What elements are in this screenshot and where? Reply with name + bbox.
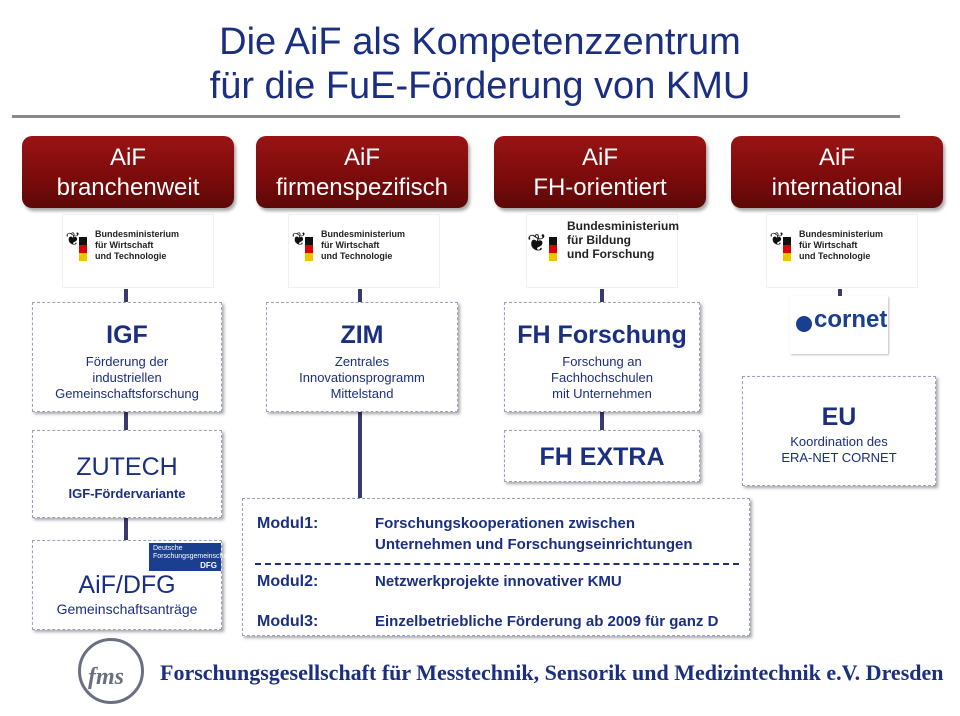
program-subtitle: Gemeinschaftsanträge [56, 601, 198, 617]
page-title: Die AiF als Kompetenzzentrum für die FuE… [0, 20, 960, 108]
ministry-line-1: Bundesministerium [321, 229, 406, 239]
ministry-line-2: für Wirtschaft [799, 240, 858, 250]
program-line-2: ERA-NET CORNET [781, 450, 897, 465]
dfg-logo: Deutsche Forschungsgemeinschaft DFG [149, 543, 232, 571]
ministry-text: Bundesministerium für Wirtschaft und Tec… [321, 229, 405, 262]
ministry-text: Bundesministerium für Bildung und Forsch… [567, 219, 679, 261]
program-line-3: Gemeinschaftsforschung [55, 386, 199, 401]
module-line-1: Netzwerkprojekte innovativer KMU [375, 573, 622, 590]
program-line-1: Förderung der [85, 354, 169, 369]
ministry-text: Bundesministerium für Wirtschaft und Tec… [799, 229, 883, 262]
ministry-logo-bmwi-2: ❦ Bundesministerium für Wirtschaft und T… [288, 214, 440, 288]
program-subtitle: IGF-Fördervariante [68, 486, 186, 501]
program-aifdfg: Deutsche Forschungsgemeinschaft DFG AiF/… [32, 540, 232, 630]
program-eu: EU Koordination des ERA-NET CORNET [742, 376, 936, 486]
category-line-2: FH-orientiert [533, 174, 667, 201]
ministry-line-1: Bundesministerium [799, 229, 884, 239]
category-fh-orientiert: AiF FH-orientiert [494, 136, 706, 208]
category-line-2: branchenweit [56, 174, 200, 201]
category-firmenspezifisch: AiF firmenspezifisch [256, 136, 468, 208]
ministry-line-1: Bundesministerium [567, 219, 680, 233]
dfg-logo-abbr: DFG [200, 561, 217, 570]
ministry-line-3: und Technologie [95, 251, 167, 261]
program-zutech: ZUTECH IGF-Fördervariante [32, 430, 222, 518]
connector-line [838, 289, 842, 299]
program-line-2: Innovationsprogramm [299, 370, 425, 385]
program-line-1: Zentrales [334, 354, 390, 369]
ministry-line-3: und Technologie [321, 251, 393, 261]
cornet-logo: cornet [790, 296, 888, 354]
program-title: ZIM [340, 321, 384, 349]
flag-icon [783, 237, 791, 261]
ministry-logo-bmbf: ❦ Bundesministerium für Bildung und Fors… [526, 214, 679, 288]
program-line-3: Mittelstand [330, 386, 394, 401]
program-igf: IGF Förderung der industriellen Gemeinsc… [32, 302, 222, 412]
ministry-line-3: und Technologie [799, 251, 871, 261]
eagle-icon: ❦ [769, 229, 785, 249]
eagle-icon: ❦ [291, 229, 307, 249]
connector-line [600, 289, 604, 309]
connector-line [124, 518, 128, 540]
category-line-2: firmenspezifisch [275, 174, 449, 201]
connector-line [124, 412, 128, 430]
program-title: AiF/DFG [78, 571, 176, 599]
category-international: AiF international [731, 136, 943, 208]
fms-logo-ring [78, 638, 144, 704]
ministry-line-3: und Forschung [567, 247, 655, 261]
category-line-1: AiF [582, 144, 618, 171]
ministry-logo-bmwi-3: ❦ Bundesministerium für Wirtschaft und T… [766, 214, 918, 288]
cornet-circle-icon [796, 316, 812, 332]
ministry-line-2: für Wirtschaft [95, 240, 154, 250]
module-label: Modul3: [257, 613, 319, 630]
program-zim: ZIM Zentrales Innovationsprogramm Mittel… [266, 302, 458, 412]
connector-line [600, 412, 604, 430]
flag-icon [79, 237, 87, 261]
program-fh-extra: FH EXTRA [504, 430, 700, 482]
program-line-1: Forschung an [562, 354, 642, 369]
module-line-1: Forschungskooperationen zwischen [375, 515, 636, 532]
ministry-line-1: Bundesministerium [95, 229, 180, 239]
module-label: Modul2: [257, 573, 319, 590]
category-line-1: AiF [110, 144, 146, 171]
program-title: ZUTECH [76, 453, 178, 481]
title-line-1: Die AiF als Kompetenzzentrum [219, 21, 741, 63]
ministry-text: Bundesministerium für Wirtschaft und Tec… [95, 229, 179, 262]
category-line-1: AiF [344, 144, 380, 171]
category-line-2: international [771, 174, 903, 201]
program-title: FH EXTRA [539, 443, 665, 471]
module-label: Modul1: [257, 515, 319, 532]
program-title: EU [821, 403, 857, 431]
program-line-2: Fachhochschulen [551, 370, 653, 385]
ministry-logo-bmwi-1: ❦ Bundesministerium für Wirtschaft und T… [62, 214, 214, 288]
dfg-logo-line-1: Deutsche [153, 545, 183, 552]
dfg-logo-line-2: Forschungsgemeinschaft [153, 553, 232, 560]
flag-icon [549, 237, 557, 261]
title-line-2: für die FuE-Förderung von KMU [209, 65, 751, 107]
program-title: FH Forschung [517, 321, 687, 349]
program-title: IGF [106, 321, 148, 349]
module-line-1: Einzelbetriebliche Förderung ab 2009 für… [375, 613, 719, 630]
ministry-line-2: für Bildung [567, 233, 631, 247]
modules-box: Modul1: Forschungskooperationen zwischen… [242, 498, 750, 636]
program-line-3: mit Unternehmen [552, 386, 652, 401]
eagle-icon: ❦ [527, 230, 548, 257]
module-divider [255, 563, 739, 565]
module-line-2: Unternehmen und Forschungseinrichtungen [375, 536, 693, 553]
program-line-1: Koordination des [790, 434, 888, 449]
program-fh-forschung: FH Forschung Forschung an Fachhochschule… [504, 302, 700, 412]
fms-logo-text: fms [88, 664, 124, 690]
fms-logo: fms [74, 636, 150, 710]
category-branchenweit: AiF branchenweit [22, 136, 234, 208]
title-divider [12, 115, 900, 118]
ministry-line-2: für Wirtschaft [321, 240, 380, 250]
program-line-2: industriellen [92, 370, 162, 385]
flag-icon [305, 237, 313, 261]
footer-organization: Forschungsgesellschaft für Messtechnik, … [160, 660, 944, 685]
eagle-icon: ❦ [65, 229, 81, 249]
cornet-logo-text: cornet [814, 306, 888, 333]
category-line-1: AiF [819, 144, 855, 171]
connector-line [124, 289, 128, 309]
